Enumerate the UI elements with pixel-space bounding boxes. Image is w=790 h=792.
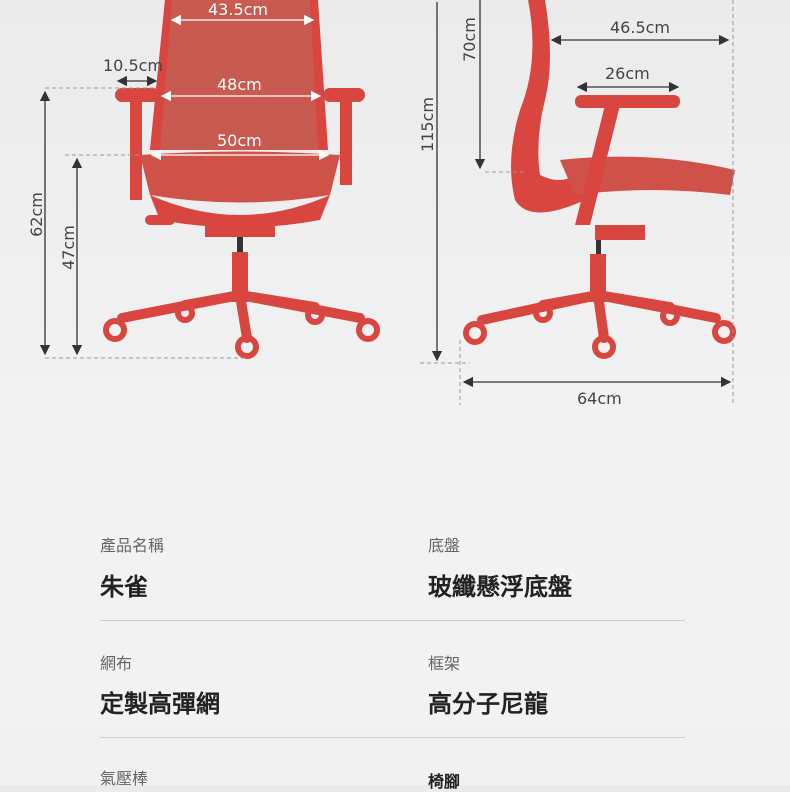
divider	[100, 737, 685, 738]
backrest-width-label: 43.5cm	[208, 0, 269, 19]
front-chair	[103, 0, 380, 359]
armrest-width-label: 10.5cm	[103, 56, 164, 75]
seat-width-label: 50cm	[217, 131, 262, 150]
backrest-height-label: 70cm	[459, 17, 479, 62]
spec-label: 底盤	[428, 536, 461, 555]
spec-value: 朱雀	[100, 573, 148, 601]
spec-value: 玻纖懸浮底盤	[428, 573, 572, 601]
spec-value: 定製高彈網	[100, 690, 220, 718]
inner-arm-width-label: 48cm	[217, 75, 262, 94]
total-height-label: 115cm	[417, 97, 437, 152]
spec-label: 產品名稱	[100, 536, 165, 555]
spec-label: 框架	[428, 654, 461, 673]
spec-label: 椅腳	[428, 772, 461, 791]
spec-label: 網布	[100, 654, 133, 673]
armrest-length-label: 26cm	[605, 64, 650, 83]
armrest-height-label: 62cm	[26, 192, 46, 237]
seat-height-label: 47cm	[58, 225, 78, 270]
base-depth-label: 64cm	[577, 389, 622, 408]
depth-top-label: 46.5cm	[610, 18, 671, 37]
spec-value: 高分子尼龍	[428, 690, 548, 718]
divider	[100, 620, 685, 621]
spec-label: 氣壓棒	[100, 769, 149, 788]
side-chair	[463, 0, 736, 359]
